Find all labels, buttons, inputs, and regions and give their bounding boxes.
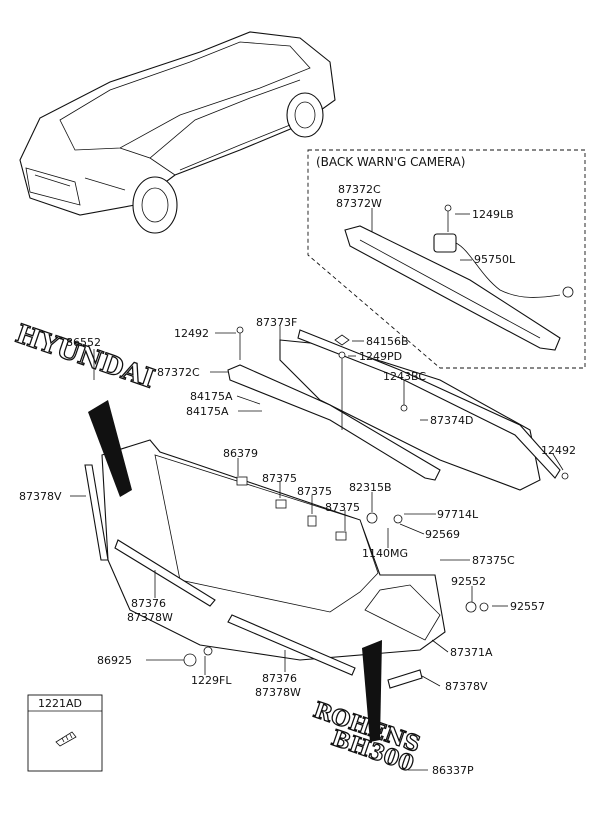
label-97714l: 97714L [437, 508, 479, 521]
label-87376-b: 87376 [262, 672, 297, 685]
label-87372w-cam: 87372W [336, 197, 382, 210]
camera-section-title: (BACK WARN'G CAMERA) [316, 155, 465, 169]
screw-icon [55, 731, 77, 747]
label-87375-b: 87375 [297, 485, 332, 498]
label-1140mg: 1140MG [362, 547, 408, 560]
leader-lines [70, 326, 564, 771]
label-12492-b: 12492 [541, 444, 576, 457]
label-1243bc: 1243BC [383, 370, 426, 383]
label-86925: 86925 [97, 654, 132, 667]
label-87373f: 87373F [256, 316, 297, 329]
label-87372c-cam: 87372C [338, 183, 381, 196]
label-92569: 92569 [425, 528, 460, 541]
inset-box: 1221AD [27, 694, 103, 772]
label-87378w-b: 87378W [255, 686, 301, 699]
label-87378v-a: 87378V [19, 490, 62, 503]
label-86379: 86379 [223, 447, 258, 460]
car-illustration [19, 31, 336, 234]
label-87378w-a: 87378W [127, 611, 173, 624]
label-1229fl: 1229FL [191, 674, 232, 687]
label-84156b: 84156B [366, 335, 409, 348]
label-82315b: 82315B [349, 481, 392, 494]
label-95750l: 95750L [474, 253, 516, 266]
label-12492-a: 12492 [174, 327, 209, 340]
label-92552: 92552 [451, 575, 486, 588]
label-86337p: 86337P [432, 764, 474, 777]
label-87375-a: 87375 [262, 472, 297, 485]
label-87371a: 87371A [450, 646, 493, 659]
label-87375-c: 87375 [325, 501, 360, 514]
hyundai-emblem: HYUNDAI [12, 319, 158, 394]
label-87378v-b: 87378V [445, 680, 488, 693]
label-84175a-a: 84175A [190, 390, 233, 403]
label-1249lb: 1249LB [472, 208, 514, 221]
camera-section: (BACK WARN'G CAMERA) 87372C 87372W 1249L… [307, 149, 586, 369]
label-87372c: 87372C [157, 366, 200, 379]
label-87374d: 87374D [430, 414, 473, 427]
label-87376-a: 87376 [131, 597, 166, 610]
label-1249pd: 1249PD [359, 350, 402, 363]
label-92557: 92557 [510, 600, 545, 613]
label-84175a-b: 84175A [186, 405, 229, 418]
label-86552: 86552 [66, 336, 101, 349]
label-87375c: 87375C [472, 554, 515, 567]
inset-box-title: 1221AD [38, 697, 82, 710]
part-labels: 86552 12492 87373F 84156B 87372C 1249PD … [19, 316, 576, 777]
